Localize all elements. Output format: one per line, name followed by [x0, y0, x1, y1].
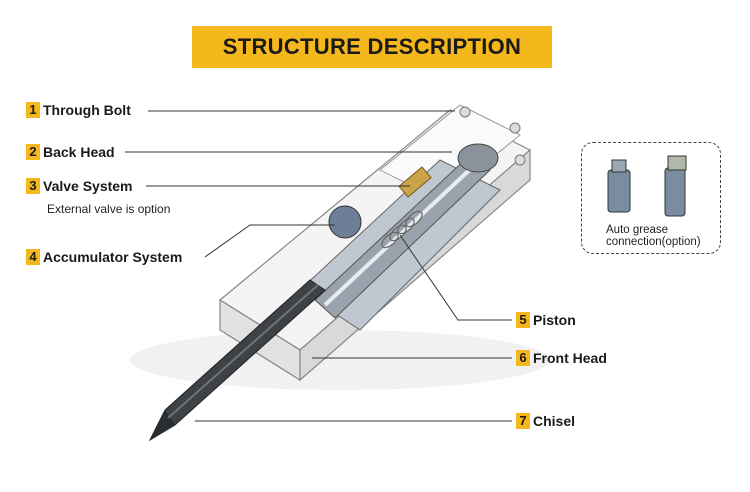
ground-shadow — [130, 330, 550, 390]
label-piston: 5 Piston — [516, 312, 576, 328]
back-head-cap — [457, 143, 499, 173]
label-text: Accumulator System — [43, 249, 183, 265]
title-banner: STRUCTURE DESCRIPTION — [192, 26, 552, 68]
piston — [314, 154, 491, 319]
label-number: 7 — [516, 413, 530, 429]
label-text: Chisel — [533, 413, 576, 429]
accumulator-part — [328, 205, 362, 239]
label-through-bolt: 1 Through Bolt — [26, 102, 131, 118]
label-text: Piston — [533, 312, 576, 328]
page-title: STRUCTURE DESCRIPTION — [222, 34, 522, 59]
chisel — [148, 279, 326, 442]
label-number: 2 — [26, 144, 40, 160]
leader-line-4 — [204, 224, 335, 258]
label-back-head: 2 Back Head — [26, 144, 115, 160]
label-number: 1 — [26, 102, 40, 118]
label-text: Front Head — [533, 350, 607, 366]
leader-lines — [125, 110, 512, 422]
valve-note: External valve is option — [47, 202, 171, 216]
label-front-head: 6 Front Head — [516, 350, 607, 366]
valve-part — [398, 166, 432, 198]
label-text: Through Bolt — [43, 102, 131, 118]
label-valve-system: 3 Valve System — [26, 178, 133, 194]
grease-caption: Auto grease connection(option) — [606, 224, 701, 248]
label-number: 5 — [516, 312, 530, 328]
label-number: 3 — [26, 178, 40, 194]
through-bolts — [459, 106, 526, 166]
label-text: Valve System — [43, 178, 133, 194]
grease-connector-1 — [607, 159, 631, 213]
label-accumulator-system: 4 Accumulator System — [26, 249, 182, 265]
label-chisel: 7 Chisel — [516, 413, 575, 429]
label-number: 4 — [26, 249, 40, 265]
label-number: 6 — [516, 350, 530, 366]
auto-grease-box — [581, 142, 721, 254]
label-text: Back Head — [43, 144, 115, 160]
grease-connector-2 — [664, 155, 687, 217]
leader-line-5 — [399, 234, 512, 321]
